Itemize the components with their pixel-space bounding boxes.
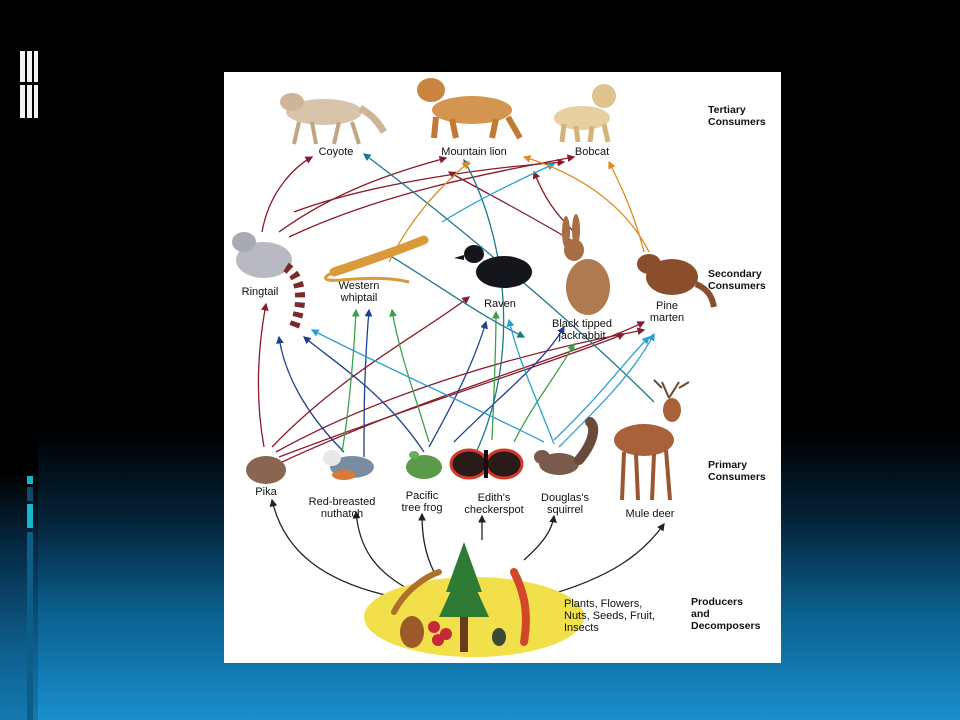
squirrel-figure [534,417,599,475]
label-pika: Pika [246,486,286,498]
label-nuthatch-line2: nuthatch [320,508,364,520]
label-bobcat-line: Bobcat [574,146,610,158]
label-mountain-lion-line: Mountain lion [441,146,507,158]
raven-figure [454,245,532,288]
checkerspot-figure [449,448,524,480]
jackrabbit-figure [562,214,610,315]
label-pine-marten: Pine marten [642,300,692,324]
label-western-whiptail-line1: Western [338,280,380,292]
label-coyote: Coyote [306,146,366,158]
predation-arrows-orange [388,155,650,263]
level-producers-line2: and [691,608,710,620]
label-checkerspot-line2: checkerspot [464,504,524,516]
level-producers-line1: Producers [691,596,743,608]
level-producers-line3: Decomposers [691,620,761,632]
level-tertiary: Tertiary Consumers [708,104,766,128]
predation-arrows-cyan [310,163,655,448]
label-tree-frog-line2: tree frog [401,502,443,514]
label-ringtail: Ringtail [230,286,290,298]
level-primary-line2: Consumers [708,471,766,483]
label-squirrel: Douglas's squirrel [530,492,600,516]
label-raven: Raven [470,298,530,310]
label-pika-line: Pika [255,486,277,498]
label-checkerspot: Edith's checkerspot [456,492,532,516]
producers-figure [364,542,584,657]
label-western-whiptail-line2: whiptail [340,292,378,304]
label-producers: Plants, Flowers, Nuts, Seeds, Fruit, Ins… [564,598,674,634]
label-coyote-line: Coyote [318,146,354,158]
deco-block-8 [27,504,33,528]
ringtail-figure [232,232,306,329]
food-web-drawing [232,78,717,657]
western-whiptail-figure [324,235,429,284]
deco-block-9 [27,532,33,720]
mule-deer-figure [614,379,690,501]
label-jackrabbit: Black tipped jackrabbit [542,318,622,342]
label-ringtail-line: Ringtail [241,286,279,298]
level-producers: Producers and Decomposers [691,596,760,632]
bobcat-figure [554,84,616,143]
pika-figure [246,456,286,484]
level-primary: Primary Consumers [708,459,766,483]
label-nuthatch-line1: Red-breasted [308,496,376,508]
pine-marten-figure [637,254,717,308]
label-mule-deer: Mule deer [612,508,688,520]
label-producers-line1: Plants, Flowers, [564,598,643,610]
label-nuthatch: Red-breasted nuthatch [302,496,382,520]
deco-block-4 [20,48,38,51]
predation-arrows-red [257,154,646,463]
label-tree-frog: Pacific tree frog [392,490,452,514]
tree-frog-figure [406,451,442,479]
coyote-figure [280,93,387,145]
label-producers-line3: Insects [564,622,599,634]
deco-block-6 [27,476,33,484]
label-western-whiptail: Western whiptail [324,280,394,304]
predation-arrows-blue [276,308,565,458]
level-tertiary-line2: Consumers [708,116,766,128]
label-jackrabbit-line1: Black tipped [552,318,612,330]
level-primary-line1: Primary [708,459,748,471]
label-mountain-lion: Mountain lion [429,146,519,158]
mountain-lion-figure [417,78,523,140]
deco-block-5 [20,82,38,85]
predation-arrows-green [341,308,575,453]
nuthatch-figure [323,450,374,480]
producer-arrows [269,498,665,598]
level-secondary: Secondary Consumers [708,268,766,292]
label-jackrabbit-line2: jackrabbit [558,330,606,342]
label-raven-line: Raven [484,298,516,310]
label-pine-marten-line2: marten [649,312,685,324]
level-secondary-line2: Consumers [708,280,766,292]
level-secondary-line1: Secondary [708,268,762,280]
label-squirrel-line1: Douglas's [541,492,589,504]
label-producers-line2: Nuts, Seeds, Fruit, [564,610,656,622]
deco-block-7 [27,487,33,501]
label-mule-deer-line: Mule deer [625,508,675,520]
label-squirrel-line2: squirrel [546,504,584,516]
level-tertiary-line1: Tertiary [708,104,746,116]
food-web-figure: Coyote Mountain lion Bobcat Ringtail Wes… [224,72,781,663]
label-bobcat: Bobcat [562,146,622,158]
label-pine-marten-line1: Pine [655,300,679,312]
label-tree-frog-line1: Pacific [405,490,439,502]
label-checkerspot-line1: Edith's [477,492,511,504]
